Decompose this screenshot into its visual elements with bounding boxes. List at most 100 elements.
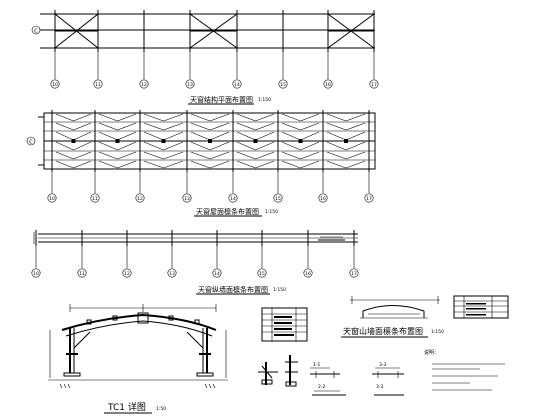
axis-c-label: C	[34, 29, 38, 35]
sag-rod	[190, 160, 211, 169]
plan-bracing-bay-4	[189, 13, 238, 49]
axis-bubble-label: 15	[275, 196, 281, 202]
sag-rod	[209, 113, 230, 122]
purlin-mark	[208, 139, 212, 143]
axis-bubble-label: 17	[371, 82, 377, 88]
axis-bubble	[93, 79, 103, 89]
sag-rod	[255, 141, 275, 151]
sag-rod	[143, 151, 164, 160]
plan-axis-c: C	[31, 25, 41, 35]
axis-bubble-label: 12	[137, 196, 143, 202]
axis-bubble	[31, 268, 41, 278]
sag-rod	[98, 151, 118, 160]
axis-bubble-label: 13	[184, 196, 190, 202]
sag-rod	[281, 141, 301, 151]
axis-bubble-label: 14	[214, 271, 220, 277]
axis-bubble-label: 13	[187, 82, 193, 88]
roof-axis-c-label: C	[29, 140, 33, 146]
sag-rod	[98, 141, 118, 151]
sag-rod	[163, 113, 184, 122]
section-details: 1-1 2-2 3-3 3-3	[258, 355, 404, 396]
sag-rod	[190, 141, 211, 151]
tc1-title: TC1 详图	[107, 401, 146, 413]
axis-bubble-label: 17	[351, 271, 357, 277]
axis-bubble	[232, 79, 242, 89]
plan-bracing-bay-7	[327, 13, 375, 49]
sag-rod	[326, 141, 347, 151]
sag-rod	[255, 122, 275, 131]
sag-rod	[117, 160, 137, 169]
axis-bubble	[139, 79, 149, 89]
sag-rod	[55, 160, 74, 169]
sag-rod	[209, 151, 230, 160]
roof-scale: 1:150	[265, 209, 278, 215]
sag-rod	[73, 131, 92, 141]
purlin-mark	[71, 139, 76, 143]
axis-bubble	[257, 268, 267, 278]
notes-title: 说明：	[424, 349, 439, 356]
section-2-label: 2-2	[318, 384, 325, 390]
sag-rod	[163, 141, 184, 151]
sag-rod	[236, 113, 256, 122]
sag-rod	[55, 122, 74, 131]
plan-bracing-bay-1	[54, 13, 99, 49]
sag-rod	[98, 113, 118, 122]
purlin-mark	[115, 139, 120, 143]
sag-rod	[236, 151, 256, 160]
sag-rod	[300, 113, 320, 122]
purlin-table	[453, 295, 509, 319]
longwall-scale: 1:150	[273, 287, 286, 293]
sag-rod	[300, 160, 320, 169]
sag-rod	[117, 122, 137, 131]
sag-rod	[326, 151, 347, 160]
axis-bubble-label: 10	[33, 271, 39, 277]
axis-bubble	[50, 79, 60, 89]
gable-scale: 1:150	[431, 329, 444, 335]
axis-bubble-label: 11	[92, 196, 98, 202]
sag-rod	[345, 131, 366, 141]
sag-rod	[281, 122, 301, 131]
sag-rod	[281, 131, 301, 141]
sag-rod	[236, 131, 256, 141]
sag-rod	[190, 151, 211, 160]
sag-rod	[163, 131, 184, 141]
purlin-mark	[253, 139, 258, 143]
axis-bubble	[318, 193, 328, 203]
material-table	[261, 307, 308, 342]
axis-bubble	[323, 79, 333, 89]
sag-rod	[117, 113, 137, 122]
axis-bubble-label: 15	[259, 271, 265, 277]
sag-rod	[98, 131, 118, 141]
axis-bubble-label: 12	[124, 271, 130, 277]
sag-rod	[143, 122, 164, 131]
sag-rod	[73, 151, 92, 160]
sag-rod	[255, 160, 275, 169]
wall-posts	[35, 230, 355, 246]
axis-bubble	[349, 268, 359, 278]
sag-rod	[73, 113, 92, 122]
sag-rod	[98, 122, 118, 131]
axis-bubble	[228, 193, 238, 203]
axis-bubble	[212, 268, 222, 278]
sag-rod	[117, 131, 137, 141]
sag-rod	[55, 151, 74, 160]
sag-rod	[236, 160, 256, 169]
sag-rod	[209, 131, 230, 141]
purlin-mark	[344, 139, 348, 143]
axis-bubble-label: 17	[366, 196, 372, 202]
axis-bubble-label: 16	[305, 271, 311, 277]
sag-rod	[117, 141, 137, 151]
sag-rod	[345, 151, 366, 160]
axis-bubble-label: 12	[141, 82, 147, 88]
longwall-title: 天窗纵墙面檩条布置图	[198, 285, 268, 294]
sag-rod	[236, 122, 256, 131]
roof-title: 天窗屋面檩条布置图	[196, 207, 259, 216]
section-3b-label: 3-3	[376, 384, 383, 390]
sag-rod	[143, 131, 164, 141]
sag-rod	[117, 151, 137, 160]
